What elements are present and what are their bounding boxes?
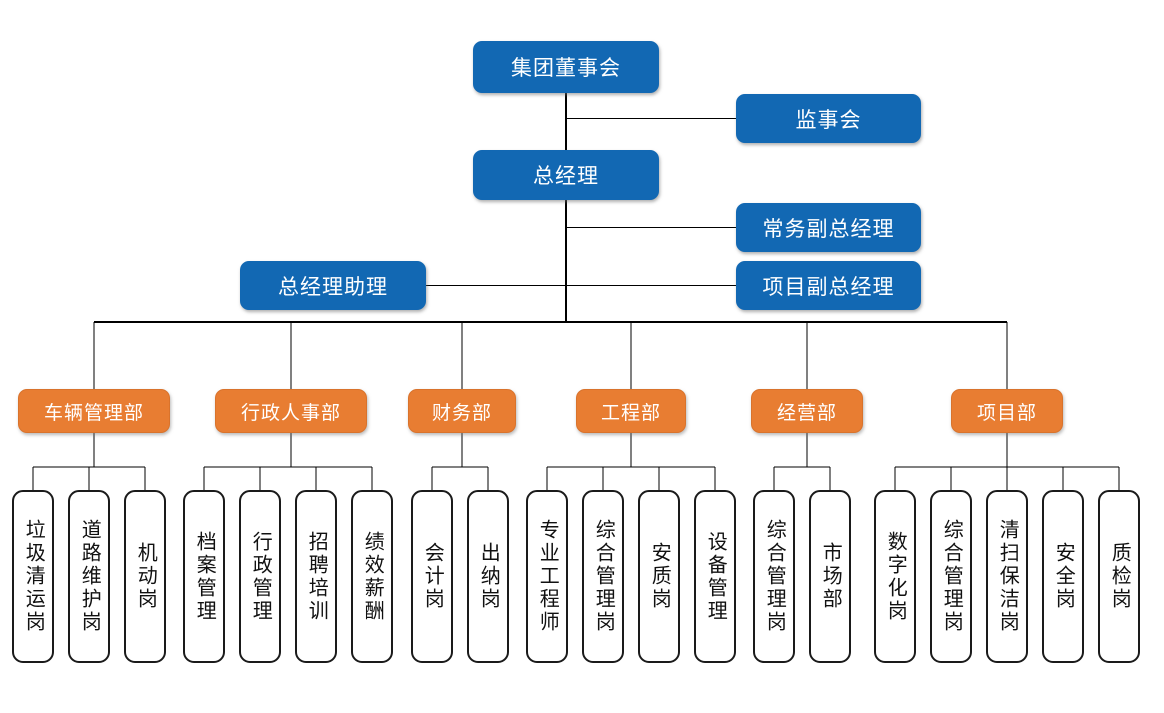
position-proj-general-mgmt[interactable]: 综合管理岗: [930, 490, 972, 663]
dept-vehicle-management[interactable]: 车辆管理部: [18, 389, 170, 433]
dept-project[interactable]: 项目部: [951, 389, 1063, 433]
position-label: 清扫保洁岗: [996, 519, 1019, 634]
dept-label: 经营部: [776, 402, 837, 424]
position-label: 档案管理: [193, 530, 216, 623]
position-label: 垃圾清运岗: [22, 519, 45, 634]
position-road-maintenance[interactable]: 道路维护岗: [68, 490, 110, 663]
position-label: 机动岗: [134, 542, 157, 611]
dept-label: 工程部: [600, 402, 661, 424]
position-label: 道路维护岗: [78, 519, 101, 634]
exec-label: 监事会: [795, 108, 862, 132]
exec-label: 常务副总经理: [762, 217, 895, 241]
dept-admin-hr[interactable]: 行政人事部: [215, 389, 367, 433]
dept-operations[interactable]: 经营部: [751, 389, 863, 433]
position-label: 质检岗: [1108, 542, 1131, 611]
exec-exec-deputy-gm[interactable]: 常务副总经理: [736, 203, 921, 252]
position-recruit-training[interactable]: 招聘培训: [295, 490, 337, 663]
position-safety[interactable]: 安全岗: [1042, 490, 1084, 663]
dept-label: 财务部: [431, 402, 492, 424]
position-label: 绩效薪酬: [361, 530, 384, 623]
exec-label: 总经理助理: [278, 275, 388, 299]
position-quality-inspection[interactable]: 质检岗: [1098, 490, 1140, 663]
position-label: 综合管理岗: [592, 519, 615, 634]
position-label: 会计岗: [421, 542, 444, 611]
position-mobile-duty[interactable]: 机动岗: [124, 490, 166, 663]
position-admin-management[interactable]: 行政管理: [239, 490, 281, 663]
dept-finance[interactable]: 财务部: [408, 389, 516, 433]
position-label: 数字化岗: [884, 530, 907, 623]
position-digitalization[interactable]: 数字化岗: [874, 490, 916, 663]
position-professional-engineer[interactable]: 专业工程师: [526, 490, 568, 663]
position-cleaning[interactable]: 清扫保洁岗: [986, 490, 1028, 663]
position-performance-salary[interactable]: 绩效薪酬: [351, 490, 393, 663]
position-garbage-transport[interactable]: 垃圾清运岗: [12, 490, 54, 663]
position-equipment-management[interactable]: 设备管理: [694, 490, 736, 663]
exec-project-deputy-gm[interactable]: 项目副总经理: [736, 261, 921, 310]
position-label: 安质岗: [648, 542, 671, 611]
position-accounting[interactable]: 会计岗: [411, 490, 453, 663]
exec-board[interactable]: 集团董事会: [473, 41, 659, 93]
position-marketing[interactable]: 市场部: [809, 490, 851, 663]
exec-supervisory[interactable]: 监事会: [736, 94, 921, 143]
position-label: 市场部: [819, 542, 842, 611]
position-label: 招聘培训: [305, 530, 328, 623]
position-safety-quality[interactable]: 安质岗: [638, 490, 680, 663]
exec-gm-assistant[interactable]: 总经理助理: [240, 261, 426, 310]
dept-label: 车辆管理部: [43, 402, 144, 424]
exec-label: 总经理: [533, 165, 599, 188]
position-label: 出纳岗: [477, 542, 500, 611]
exec-general-manager[interactable]: 总经理: [473, 150, 659, 200]
position-cashier[interactable]: 出纳岗: [467, 490, 509, 663]
exec-label: 集团董事会: [511, 57, 621, 80]
dept-engineering[interactable]: 工程部: [576, 389, 686, 433]
position-label: 行政管理: [249, 530, 272, 623]
exec-label: 项目副总经理: [762, 275, 895, 299]
position-archive-management[interactable]: 档案管理: [183, 490, 225, 663]
dept-label: 项目部: [976, 402, 1037, 424]
position-eng-general-mgmt[interactable]: 综合管理岗: [582, 490, 624, 663]
position-label: 综合管理岗: [763, 519, 786, 634]
dept-label: 行政人事部: [240, 402, 341, 424]
position-label: 安全岗: [1052, 542, 1075, 611]
position-ops-general-mgmt[interactable]: 综合管理岗: [753, 490, 795, 663]
position-label: 专业工程师: [536, 519, 559, 634]
position-label: 综合管理岗: [940, 519, 963, 634]
position-label: 设备管理: [704, 530, 727, 623]
